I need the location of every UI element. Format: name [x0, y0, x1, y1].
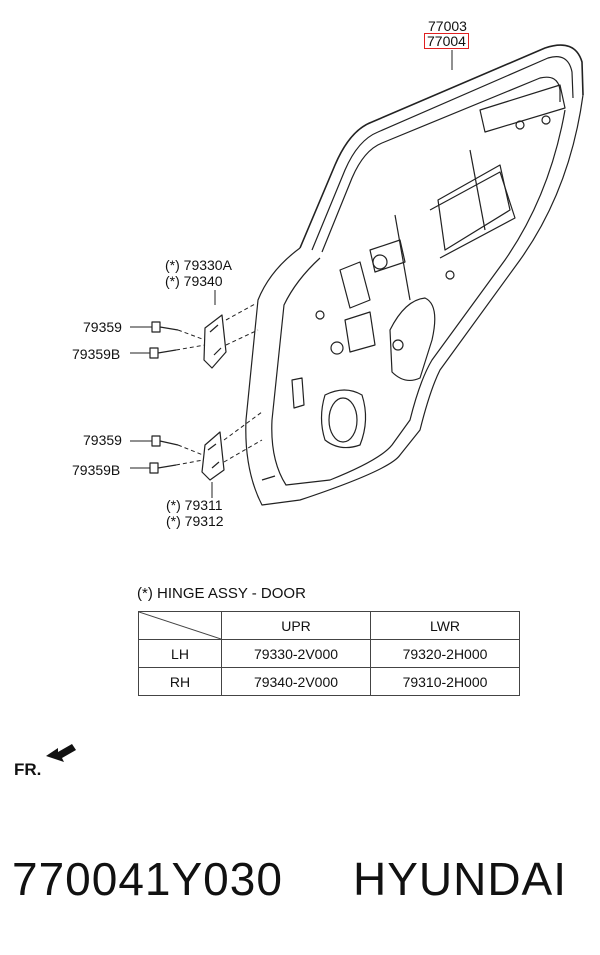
- lower-bolt-79359b: [149, 462, 177, 474]
- lower-hinge: [201, 431, 225, 481]
- callout-79312: (*) 79312: [166, 513, 224, 529]
- cell-lh-lwr: 79320-2H000: [370, 639, 520, 668]
- callout-79330a: (*) 79330A: [165, 257, 232, 273]
- upper-bolt-79359: [151, 321, 179, 333]
- lower-bolt-79359: [151, 435, 179, 447]
- header-upr: UPR: [221, 611, 371, 640]
- part-number: 770041Y030: [12, 853, 283, 905]
- speaker-opening: [320, 389, 367, 449]
- door-window-opening: [437, 164, 511, 251]
- callout-79359b-lower: 79359B: [72, 462, 121, 478]
- callout-79311: (*) 79311: [166, 497, 223, 513]
- brand-name: HYUNDAI: [353, 853, 568, 905]
- corner-diagonal: [139, 612, 221, 639]
- cell-lh-upr: 79330-2V000: [221, 639, 371, 668]
- cell-rh-lwr: 79310-2H000: [370, 667, 520, 696]
- callout-79359-lower: 79359: [83, 432, 122, 448]
- table-row: RH 79340-2V000 79310-2H000: [138, 667, 520, 696]
- door-exploded-diagram: [130, 44, 584, 506]
- table-corner-cell: [138, 611, 222, 640]
- door-weatherstrip: [299, 44, 584, 249]
- cell-rh-upr: 79340-2V000: [221, 667, 371, 696]
- legend-title: (*) HINGE ASSY - DOOR: [137, 585, 306, 602]
- door-panel-outline: [245, 94, 584, 506]
- callout-79340: (*) 79340: [165, 273, 223, 289]
- row-label-rh: RH: [138, 667, 222, 696]
- callout-79359b-upper: 79359B: [72, 346, 121, 362]
- row-label-lh: LH: [138, 639, 222, 668]
- front-direction-label: FR.: [14, 760, 42, 779]
- table-row: LH 79330-2V000 79320-2H000: [138, 639, 520, 668]
- upper-hinge: [203, 314, 227, 369]
- table-header-row: UPR LWR: [138, 611, 520, 640]
- callout-79359-upper: 79359: [83, 319, 122, 335]
- upper-bolt-79359b: [149, 347, 177, 359]
- callout-77003: 77003: [428, 18, 467, 34]
- header-lwr: LWR: [370, 611, 520, 640]
- hinge-part-table: UPR LWR LH 79330-2V000 79320-2H000 RH 79…: [138, 611, 520, 696]
- callout-77004-highlighted: 77004: [424, 33, 469, 49]
- service-opening: [389, 297, 436, 382]
- front-direction-arrow-icon: [46, 744, 76, 762]
